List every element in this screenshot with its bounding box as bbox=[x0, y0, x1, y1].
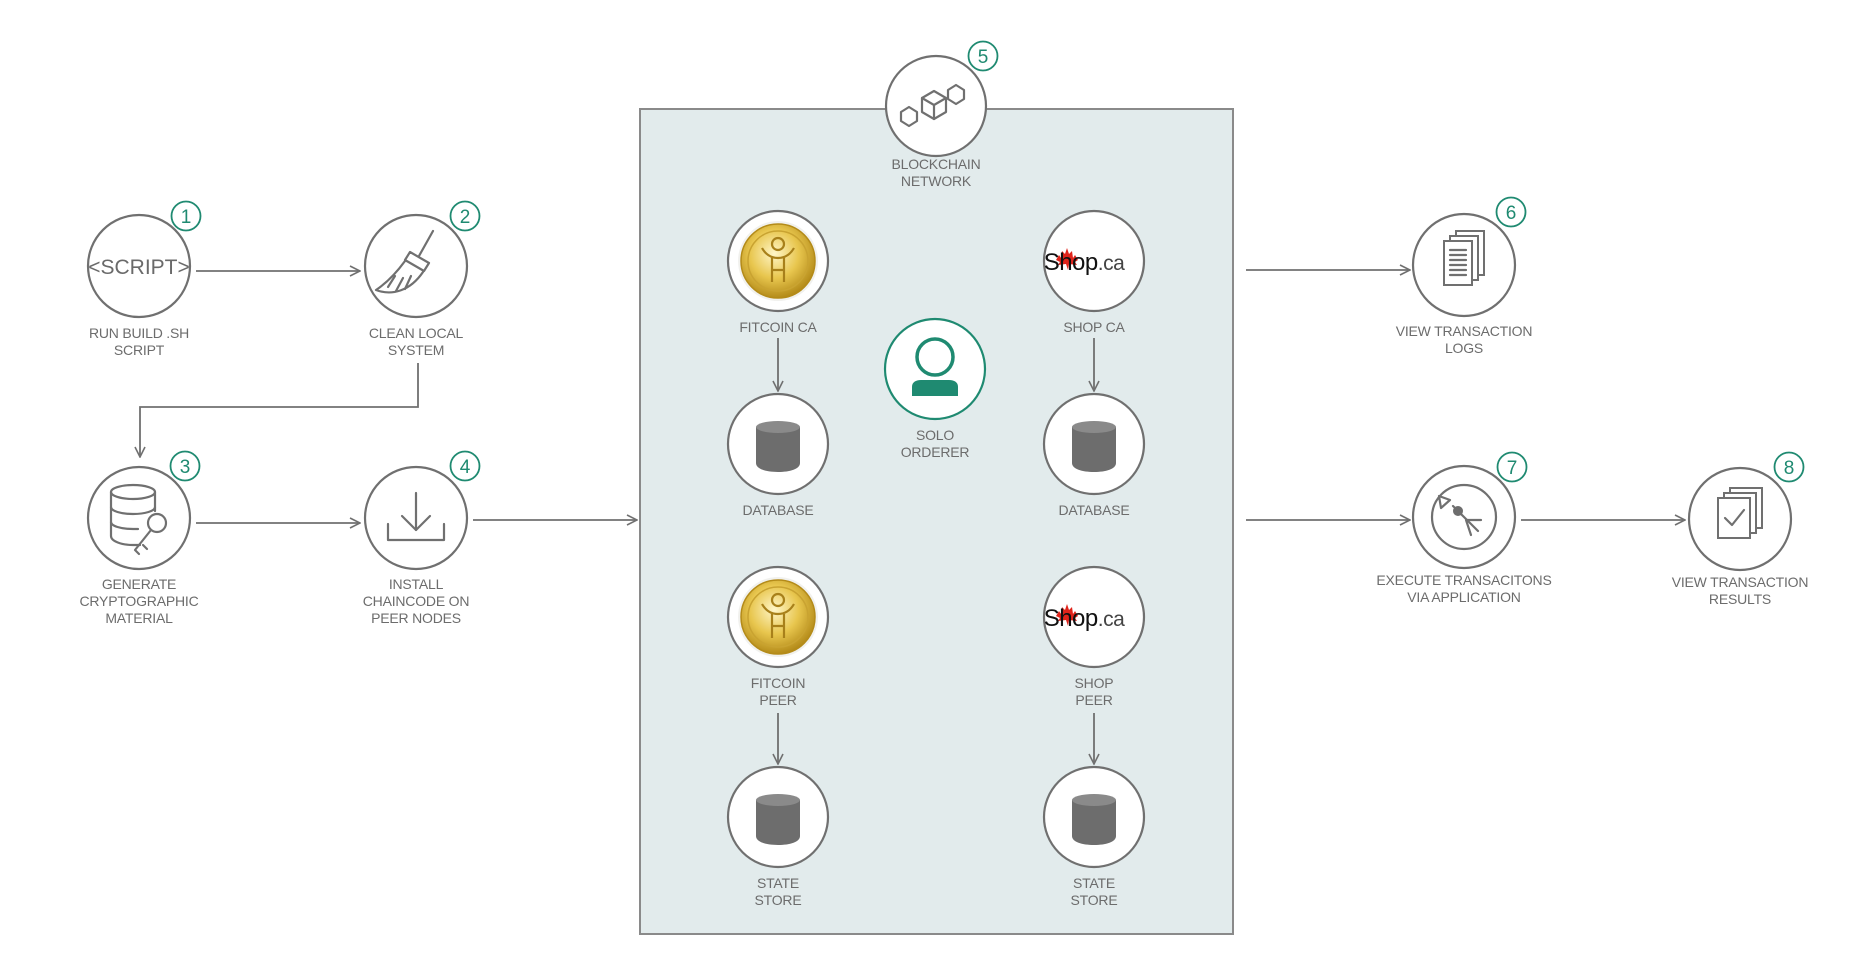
maple-leaf-icon bbox=[1056, 604, 1078, 626]
step-7-badge bbox=[1496, 451, 1528, 483]
shop-ca-logo-shop: Shop bbox=[1044, 249, 1098, 276]
logs-documents-icon bbox=[1443, 230, 1485, 286]
step-7-label-line1: EXECUTE TRANSACITONS bbox=[1376, 572, 1551, 588]
blockchain-cubes-icon bbox=[899, 83, 966, 128]
solo-orderer: SOLO ORDERER bbox=[883, 317, 987, 460]
fitcoin-state-store-label-line1: STATE bbox=[757, 875, 799, 891]
step-2-badge bbox=[449, 200, 481, 232]
fitcoin-logo-icon bbox=[738, 221, 818, 301]
shop-peer-label-line2: PEER bbox=[1075, 692, 1112, 708]
fitcoin-peer: FITCOIN PEER bbox=[726, 565, 830, 708]
fitcoin-peer-label-line2: PEER bbox=[759, 692, 796, 708]
step-1-run-build-script: <SCRIPT> 1 RUN BUILD .SH SCRIPT bbox=[86, 200, 202, 358]
step-3-label-line3: MATERIAL bbox=[105, 610, 173, 626]
step-3-generate-crypto: 3 GENERATE CRYPTOGRAPHIC MATERIAL bbox=[79, 450, 201, 626]
step-4-label-line1: INSTALL bbox=[389, 576, 444, 592]
fitcoin-logo-icon bbox=[738, 577, 818, 657]
database-key-icon bbox=[109, 483, 168, 556]
fitcoin-ca-label: FITCOIN CA bbox=[739, 319, 817, 335]
shop-peer-label-line1: SHOP bbox=[1075, 675, 1114, 691]
download-icon bbox=[386, 491, 446, 542]
fitcoin-ca: FITCOIN CA bbox=[726, 209, 830, 335]
fitcoin-peer-label-line1: FITCOIN bbox=[751, 675, 806, 691]
step-8-view-transaction-results: 8 VIEW TRANSACTION RESULTS bbox=[1672, 451, 1809, 607]
step-5-badge-number: 5 bbox=[978, 47, 989, 68]
step-3-node bbox=[86, 465, 192, 571]
database-icon bbox=[1072, 421, 1116, 472]
shop-state-store-label-line1: STATE bbox=[1073, 875, 1115, 891]
step-8-label-line1: VIEW TRANSACTION bbox=[1672, 574, 1809, 590]
step-4-label-line3: PEER NODES bbox=[371, 610, 461, 626]
solo-orderer-label-line1: SOLO bbox=[916, 427, 954, 443]
step-8-badge bbox=[1773, 451, 1805, 483]
shop-peer: Shop.ca SHOP PEER bbox=[1042, 565, 1146, 708]
database-icon bbox=[756, 421, 800, 472]
database-icon bbox=[756, 794, 800, 845]
shop-ca-node bbox=[1042, 209, 1146, 313]
step-6-label-line1: VIEW TRANSACTION bbox=[1396, 323, 1533, 339]
fitcoin-database-label: DATABASE bbox=[742, 502, 813, 518]
step-6-label-line2: LOGS bbox=[1445, 340, 1483, 356]
step-2-clean-local-system: 2 CLEAN LOCAL SYSTEM bbox=[363, 200, 481, 358]
step-2-label-line1: CLEAN LOCAL bbox=[369, 325, 464, 341]
shop-peer-logo-main: Shop.ca bbox=[1044, 605, 1125, 632]
step-6-view-transaction-logs: 6 VIEW TRANSACTION LOGS bbox=[1396, 196, 1533, 356]
shop-ca-label: SHOP CA bbox=[1063, 319, 1125, 335]
step-3-label-line1: GENERATE bbox=[102, 576, 176, 592]
fitcoin-ca-database: DATABASE bbox=[726, 392, 830, 518]
shop-ca: Shop.ca SHOP CA bbox=[1042, 209, 1146, 335]
shop-database-label: DATABASE bbox=[1058, 502, 1129, 518]
fitcoin-state-store-label-line2: STORE bbox=[755, 892, 802, 908]
step-7-execute-transactions: 7 EXECUTE TRANSACITONS VIA APPLICATION bbox=[1376, 451, 1552, 605]
shop-ca-logo-suffix: .ca bbox=[1098, 252, 1125, 275]
shop-ca-logo-main: Shop.ca bbox=[1044, 249, 1125, 276]
step-2-label-line2: SYSTEM bbox=[388, 342, 444, 358]
step-4-badge-number: 4 bbox=[460, 457, 471, 478]
step-3-badge-number: 3 bbox=[180, 457, 191, 478]
step-5-label-line2: NETWORK bbox=[901, 173, 972, 189]
step-8-badge-number: 8 bbox=[1784, 458, 1795, 479]
step-4-badge bbox=[449, 450, 481, 482]
step-3-badge bbox=[169, 450, 201, 482]
arrow-2-to-3 bbox=[140, 363, 419, 457]
flow-arrows bbox=[140, 270, 1685, 764]
step-3-label-line2: CRYPTOGRAPHIC bbox=[79, 593, 198, 609]
checked-documents-icon bbox=[1717, 487, 1763, 539]
step-1-badge-number: 1 bbox=[181, 207, 192, 228]
shop-state-store-label-line2: STORE bbox=[1071, 892, 1118, 908]
step-5-label-line1: BLOCKCHAIN bbox=[891, 156, 980, 172]
step-2-badge-number: 2 bbox=[460, 207, 471, 228]
shop-peer-logo-suffix: .ca bbox=[1098, 608, 1125, 631]
broom-icon bbox=[374, 229, 435, 294]
step-8-label-line2: RESULTS bbox=[1709, 591, 1771, 607]
step-6-badge bbox=[1495, 196, 1527, 228]
script-icon: <SCRIPT> bbox=[88, 256, 190, 279]
step-7-badge-number: 7 bbox=[1507, 458, 1518, 479]
fitcoin-state-store: STATE STORE bbox=[726, 765, 830, 908]
shop-peer-logo-shop: Shop bbox=[1044, 605, 1098, 632]
compass-icon bbox=[1430, 483, 1498, 551]
shop-peer-node bbox=[1042, 565, 1146, 669]
step-1-label-line1: RUN BUILD .SH bbox=[89, 325, 189, 341]
user-icon bbox=[912, 337, 958, 396]
database-icon bbox=[1072, 794, 1116, 845]
step-4-label-line2: CHAINCODE ON bbox=[363, 593, 470, 609]
solo-orderer-label-line2: ORDERER bbox=[901, 444, 970, 460]
step-5-badge bbox=[967, 40, 999, 72]
step-4-install-chaincode: 4 INSTALL CHAINCODE ON PEER NODES bbox=[363, 450, 481, 626]
step-5-blockchain-network: 5 BLOCKCHAIN NETWORK bbox=[884, 40, 999, 189]
step-7-label-line2: VIA APPLICATION bbox=[1407, 589, 1520, 605]
shop-state-store: STATE STORE bbox=[1042, 765, 1146, 908]
step-1-node bbox=[86, 213, 192, 319]
step-5-node bbox=[884, 54, 988, 158]
maple-leaf-icon bbox=[1056, 248, 1078, 270]
step-1-label-line2: SCRIPT bbox=[114, 342, 165, 358]
shop-ca-database: DATABASE bbox=[1042, 392, 1146, 518]
step-1-badge bbox=[170, 200, 202, 232]
solo-orderer-node bbox=[883, 317, 987, 421]
step-6-badge-number: 6 bbox=[1506, 203, 1517, 224]
